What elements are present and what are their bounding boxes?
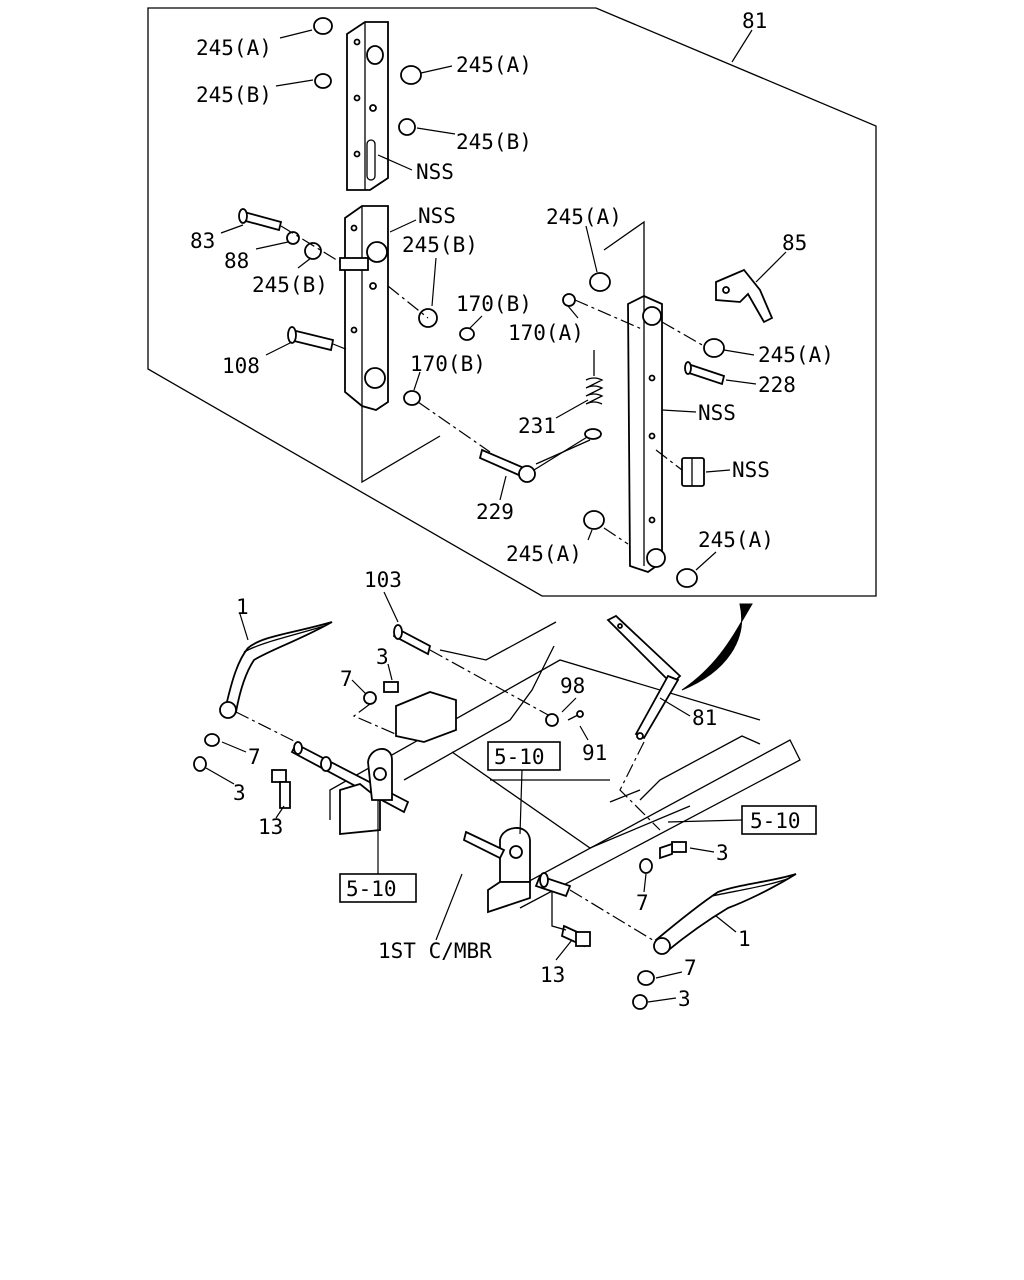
washer-88 bbox=[286, 231, 300, 245]
pin-108 bbox=[287, 326, 335, 352]
label-245a-2: 245(A) bbox=[456, 53, 532, 77]
label-229: 229 bbox=[476, 500, 514, 524]
label-3-d: 3 bbox=[678, 987, 691, 1011]
ref-box-510-c bbox=[741, 805, 817, 835]
ref-box-510-a bbox=[339, 873, 417, 903]
inset-ref-leader bbox=[731, 29, 753, 63]
label-170b-1: 170(B) bbox=[456, 292, 532, 316]
bolt-13-left bbox=[271, 769, 291, 809]
label-85: 85 bbox=[782, 231, 807, 255]
label-nss-3: NSS bbox=[698, 401, 736, 425]
label-245a-4: 245(A) bbox=[758, 343, 834, 367]
ref-510-c: 5-10 bbox=[750, 809, 801, 833]
label-228: 228 bbox=[758, 373, 796, 397]
label-13-right: 13 bbox=[540, 963, 565, 987]
frame-outline bbox=[329, 621, 801, 909]
ref-510-a: 5-10 bbox=[346, 877, 397, 901]
bolt-103 bbox=[392, 624, 432, 656]
inset-panel bbox=[147, 7, 877, 597]
label-98: 98 bbox=[560, 674, 585, 698]
label-170a: 170(A) bbox=[508, 321, 584, 345]
bolt-13-right bbox=[560, 924, 591, 948]
label-nss-4: NSS bbox=[732, 458, 770, 482]
label-83: 83 bbox=[190, 229, 215, 253]
lever-81 bbox=[606, 614, 682, 740]
bracket-center bbox=[487, 827, 531, 914]
right-lever-arm bbox=[627, 295, 666, 573]
inset-ref-label: 81 bbox=[742, 9, 767, 33]
label-91: 91 bbox=[582, 741, 607, 765]
label-nss-1: NSS bbox=[416, 160, 454, 184]
label-245a-6: 245(A) bbox=[698, 528, 774, 552]
label-170b-2: 170(B) bbox=[410, 352, 486, 376]
label-245b-4: 245(B) bbox=[402, 233, 478, 257]
label-231: 231 bbox=[518, 414, 556, 438]
washer-98 bbox=[545, 713, 559, 727]
middle-bracket bbox=[339, 205, 389, 411]
label-245b-3: 245(B) bbox=[252, 273, 328, 297]
label-7-b: 7 bbox=[248, 745, 261, 769]
detail-pointer-arrow bbox=[681, 603, 753, 691]
bolt-3-right-upper bbox=[659, 841, 687, 860]
lever-1-left bbox=[219, 621, 333, 719]
spring-231 bbox=[533, 350, 604, 471]
ref-510-b: 5-10 bbox=[494, 745, 545, 769]
label-1st-cross-member: 1ST C/MBR bbox=[378, 939, 492, 963]
rod-229 bbox=[478, 448, 526, 478]
bushing-group-upper bbox=[313, 17, 422, 136]
label-88: 88 bbox=[224, 249, 249, 273]
clip-85 bbox=[715, 268, 774, 324]
label-13-left: 13 bbox=[258, 815, 283, 839]
ref-box-510-b bbox=[487, 741, 561, 771]
label-3-c: 3 bbox=[716, 841, 729, 865]
label-3-a: 3 bbox=[376, 645, 389, 669]
label-7-a: 7 bbox=[340, 667, 353, 691]
label-108: 108 bbox=[222, 354, 260, 378]
label-7-c: 7 bbox=[636, 891, 649, 915]
stop-block bbox=[395, 691, 457, 743]
label-245a-1: 245(A) bbox=[196, 36, 272, 60]
label-245a-3: 245(A) bbox=[546, 205, 622, 229]
label-7-d: 7 bbox=[684, 956, 697, 980]
label-1-left: 1 bbox=[236, 595, 249, 619]
label-245a-5: 245(A) bbox=[506, 542, 582, 566]
bracket-left bbox=[339, 748, 393, 835]
shaft-end-right bbox=[534, 872, 572, 898]
label-1-right: 1 bbox=[738, 927, 751, 951]
label-245b-1: 245(B) bbox=[196, 83, 272, 107]
clip-nss bbox=[681, 457, 705, 487]
label-245b-2: 245(B) bbox=[456, 130, 532, 154]
label-nss-2: NSS bbox=[418, 204, 456, 228]
upper-bracket bbox=[346, 21, 389, 191]
label-103: 103 bbox=[364, 568, 402, 592]
label-81-main: 81 bbox=[692, 706, 717, 730]
lever-1-right bbox=[653, 873, 797, 955]
bolt-3-upper bbox=[383, 681, 399, 693]
pin-83 bbox=[238, 208, 283, 232]
pin-228 bbox=[684, 361, 726, 386]
label-3-b: 3 bbox=[233, 781, 246, 805]
